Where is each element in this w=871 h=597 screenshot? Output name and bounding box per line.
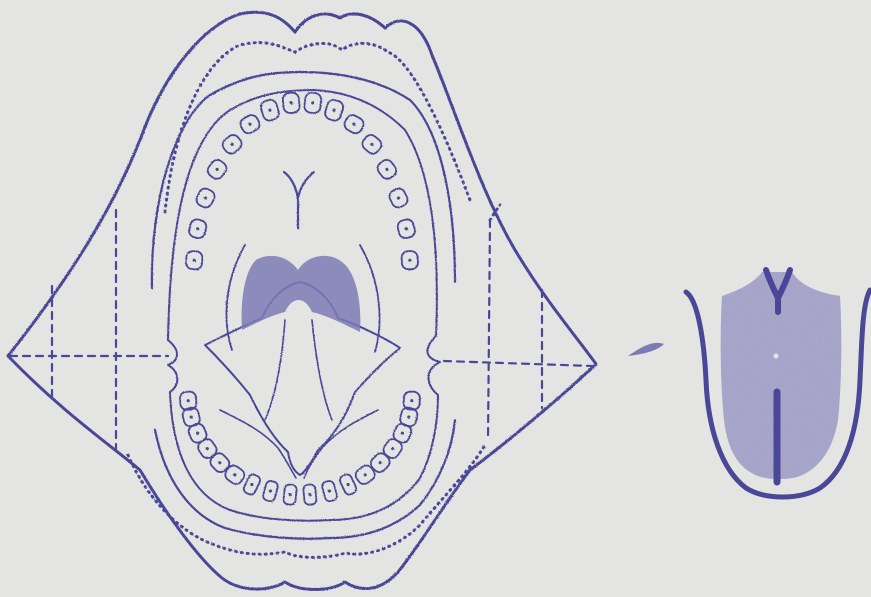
palate-curve-right bbox=[360, 245, 380, 352]
upper-tooth bbox=[387, 186, 409, 209]
lower-tooth bbox=[368, 451, 392, 475]
tongue-inner-left bbox=[265, 320, 285, 420]
upper-tooth bbox=[186, 251, 203, 270]
lower-tooth bbox=[338, 473, 357, 496]
open-mouth-figure bbox=[8, 12, 596, 589]
horizontal-guide-right bbox=[444, 361, 592, 366]
palate-curve-left bbox=[226, 245, 245, 350]
upper-tooth bbox=[282, 92, 300, 114]
upper-tooth bbox=[259, 98, 280, 122]
lower-teeth bbox=[180, 391, 421, 505]
lower-tooth bbox=[283, 484, 297, 505]
upper-tooth bbox=[188, 218, 208, 240]
lower-tooth bbox=[196, 437, 219, 461]
lower-tooth bbox=[353, 463, 377, 486]
uvula-shading bbox=[242, 256, 361, 332]
upper-tooth bbox=[205, 157, 229, 181]
upper-tooth bbox=[375, 157, 399, 181]
inner-lip-line bbox=[152, 72, 455, 539]
upper-arch-line bbox=[168, 90, 437, 340]
outer-mouth-outline bbox=[8, 12, 596, 589]
tongue-stamp-figure bbox=[686, 270, 870, 497]
upper-tooth bbox=[360, 132, 384, 156]
upper-tooth bbox=[304, 92, 322, 114]
frenulum-curve-left bbox=[220, 410, 296, 478]
left-commissure bbox=[168, 340, 177, 392]
lower-tooth bbox=[321, 480, 338, 502]
right-commissure bbox=[427, 336, 440, 395]
lower-tooth bbox=[403, 391, 420, 410]
upper-tooth bbox=[323, 98, 344, 122]
upper-tooth bbox=[342, 113, 365, 136]
stray-ink-mark bbox=[628, 343, 664, 356]
lower-tooth bbox=[303, 484, 317, 505]
tongue-center-dot bbox=[774, 354, 779, 359]
lower-tooth bbox=[391, 422, 413, 445]
lower-tooth bbox=[187, 422, 209, 445]
tongue-inner-right bbox=[312, 320, 332, 420]
upper-tooth bbox=[396, 218, 416, 240]
lower-tooth bbox=[262, 480, 279, 502]
tongue-outline bbox=[205, 282, 400, 475]
dashed-guide-lines bbox=[10, 210, 592, 452]
lower-tooth bbox=[242, 473, 261, 496]
vertical-guide-right-inner bbox=[488, 220, 490, 440]
upper-tooth bbox=[194, 186, 216, 209]
upper-tooth bbox=[238, 113, 261, 136]
lower-tooth bbox=[208, 451, 232, 475]
incisive-papilla bbox=[284, 172, 314, 228]
lower-tooth bbox=[381, 437, 404, 461]
upper-tooth bbox=[401, 251, 418, 270]
lower-tooth bbox=[223, 463, 247, 486]
upper-tooth bbox=[220, 132, 244, 156]
